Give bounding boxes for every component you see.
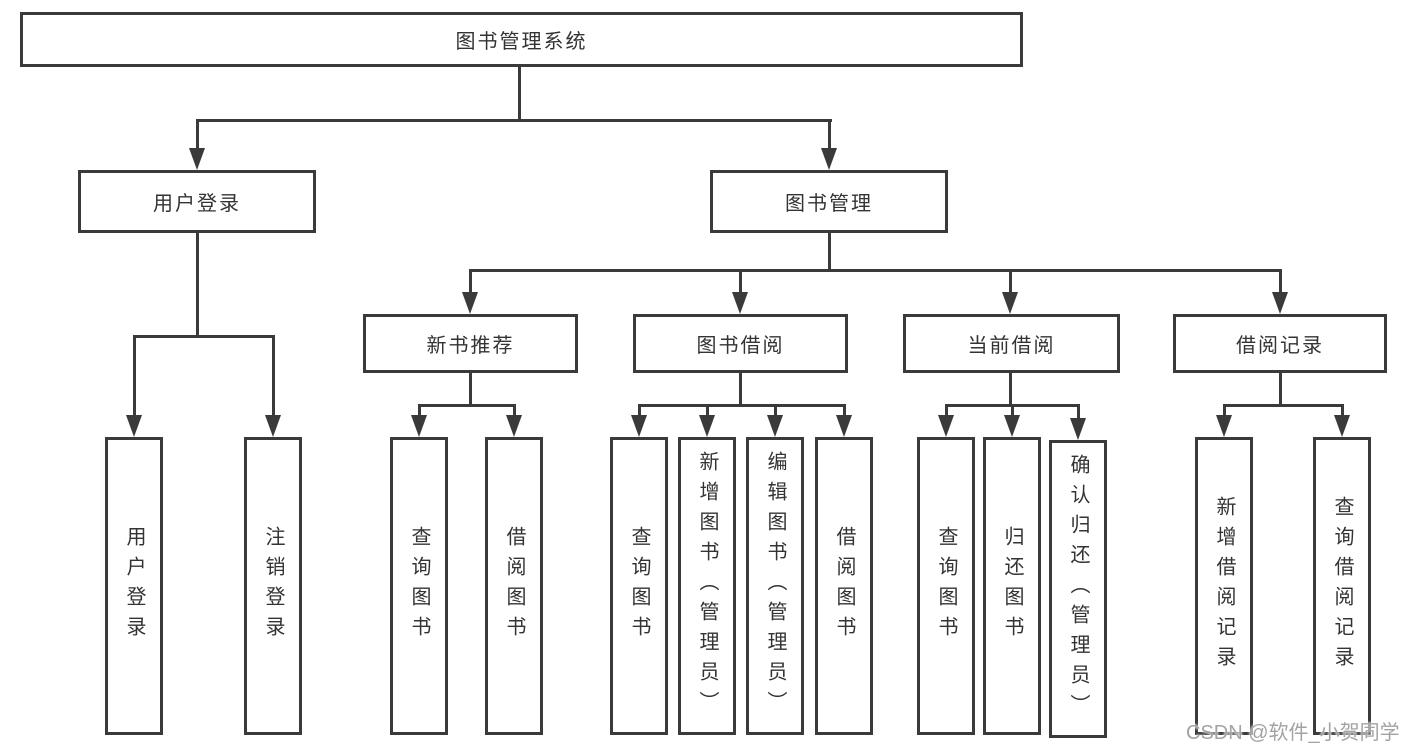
arrow-down-icon bbox=[1070, 418, 1086, 440]
arrow-down-icon bbox=[1004, 415, 1020, 437]
connector-level3-bar bbox=[468, 269, 1282, 272]
connector-leafbar bbox=[1222, 404, 1344, 407]
arrow-down-icon bbox=[631, 415, 647, 437]
arrow-down-icon bbox=[1216, 415, 1232, 437]
connector-leaf-drop bbox=[1340, 404, 1344, 419]
leaf-borrow-books-2: 借阅图书 bbox=[815, 437, 873, 735]
arrow-down-icon bbox=[767, 415, 783, 437]
connector-leafbar bbox=[417, 404, 516, 407]
connector-leaf-drop bbox=[944, 404, 948, 419]
leaf-add-borrow-record: 新增借阅记录 bbox=[1195, 437, 1253, 735]
node-user-login: 用户登录 bbox=[78, 170, 316, 233]
connector-book-stem bbox=[827, 233, 831, 272]
connector-section-stem bbox=[1008, 373, 1012, 407]
csdn-watermark: CSDN @软件_小贺同学 bbox=[1186, 722, 1400, 744]
leaf-query-books-2: 查询图书 bbox=[610, 437, 668, 735]
node-book-borrowing: 图书借阅 bbox=[633, 314, 848, 373]
leaf-confirm-return-admin: 确认归还（管理员） bbox=[1049, 440, 1107, 738]
connector-level2-bar bbox=[195, 119, 832, 122]
connector-leaf-drop bbox=[842, 404, 846, 419]
arrow-down-icon bbox=[189, 148, 205, 170]
arrow-down-icon bbox=[699, 415, 715, 437]
connector-user-login-drop bbox=[195, 119, 199, 152]
leaf-return-book: 归还图书 bbox=[983, 437, 1041, 735]
node-root: 图书管理系统 bbox=[20, 12, 1023, 67]
connector-section-stem bbox=[738, 373, 742, 407]
arrow-down-icon bbox=[938, 415, 954, 437]
arrow-down-icon bbox=[821, 148, 837, 170]
leaf-add-book-admin: 新增图书（管理员） bbox=[678, 437, 736, 735]
connector-section-drop bbox=[468, 269, 472, 296]
connector-user-bar bbox=[132, 335, 275, 338]
node-current-borrowing: 当前借阅 bbox=[903, 314, 1120, 373]
arrow-down-icon bbox=[836, 415, 852, 437]
connector-leaf-drop bbox=[512, 404, 516, 419]
arrow-down-icon bbox=[462, 292, 478, 314]
leaf-logout: 注销登录 bbox=[244, 437, 302, 735]
leaf-borrow-books-1: 借阅图书 bbox=[485, 437, 543, 735]
connector-leaf-drop bbox=[271, 335, 275, 419]
connector-section-drop bbox=[738, 269, 742, 296]
connector-section-stem bbox=[1278, 373, 1282, 407]
connector-leaf-drop bbox=[132, 335, 136, 419]
connector-leafbar bbox=[637, 404, 846, 407]
leaf-query-books-3: 查询图书 bbox=[917, 437, 975, 735]
connector-root-stem bbox=[518, 67, 521, 122]
connector-leaf-drop bbox=[773, 404, 777, 419]
arrow-down-icon bbox=[126, 415, 142, 437]
leaf-query-borrow-record: 查询借阅记录 bbox=[1313, 437, 1371, 735]
arrow-down-icon bbox=[1272, 292, 1288, 314]
connector-leaf-drop bbox=[1076, 404, 1080, 419]
arrow-down-icon bbox=[1002, 292, 1018, 314]
connector-leaf-drop bbox=[1010, 404, 1014, 419]
connector-leaf-drop bbox=[637, 404, 641, 419]
connector-section-stem bbox=[468, 373, 472, 407]
leaf-user-login: 用户登录 bbox=[105, 437, 163, 735]
connector-leaf-drop bbox=[705, 404, 709, 419]
connector-user-stem bbox=[195, 233, 199, 338]
arrow-down-icon bbox=[265, 415, 281, 437]
arrow-down-icon bbox=[411, 415, 427, 437]
arrow-down-icon bbox=[732, 292, 748, 314]
node-borrowing-records: 借阅记录 bbox=[1173, 314, 1387, 373]
node-new-book-recommendation: 新书推荐 bbox=[363, 314, 578, 373]
connector-leaf-drop bbox=[1222, 404, 1226, 419]
arrow-down-icon bbox=[1334, 415, 1350, 437]
leaf-query-books-1: 查询图书 bbox=[390, 437, 448, 735]
leaf-edit-book-admin: 编辑图书（管理员） bbox=[746, 437, 804, 735]
connector-leaf-drop bbox=[417, 404, 421, 419]
connector-book-mgmt-drop bbox=[827, 119, 831, 152]
connector-section-drop bbox=[1008, 269, 1012, 296]
arrow-down-icon bbox=[506, 415, 522, 437]
connector-section-drop bbox=[1278, 269, 1282, 296]
node-book-management: 图书管理 bbox=[710, 170, 948, 233]
